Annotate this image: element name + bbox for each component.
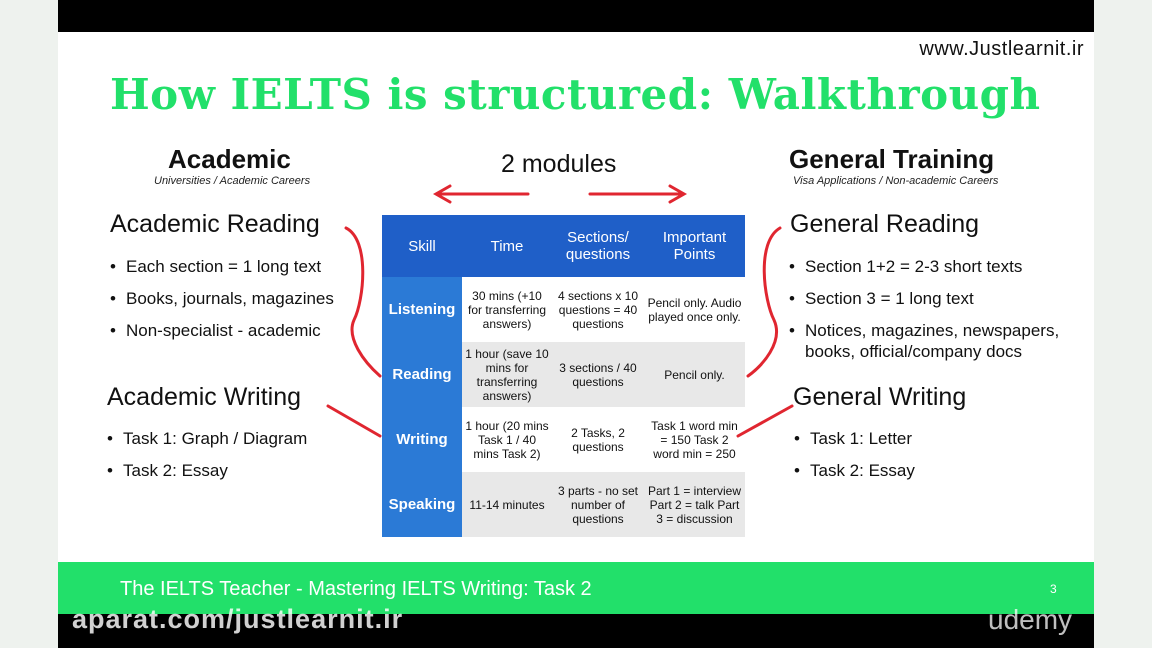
academic-heading: Academic (168, 144, 291, 174)
annotation-arrows (326, 184, 794, 438)
table-header-row: Skill Time Sections/ questions Important… (382, 215, 745, 277)
general-reading-list: Section 1+2 = 2-3 short texts Section 3 … (789, 256, 1081, 373)
modules-label: 2 modules (501, 150, 617, 178)
academic-reading-connector-icon (344, 226, 382, 378)
points-cell: Task 1 word min = 150 Task 2 word min = … (644, 407, 745, 472)
slide-page-number: 3 (1050, 582, 1057, 596)
academic-writing-connector-icon (326, 404, 382, 438)
points-cell: Part 1 = interview Part 2 = talk Part 3 … (644, 472, 745, 537)
skill-cell: Writing (382, 407, 462, 472)
skill-cell: Listening (382, 277, 462, 342)
table-header-points: Important Points (644, 215, 745, 277)
sections-cell: 2 Tasks, 2 questions (552, 407, 644, 472)
right-arrowhead-icon (668, 184, 688, 204)
table-header-time: Time (462, 215, 552, 277)
list-item: Task 2: Essay (107, 460, 367, 481)
list-item: Task 1: Letter (794, 428, 1054, 449)
list-item: Task 2: Essay (794, 460, 1054, 481)
footer-course-title: The IELTS Teacher - Mastering IELTS Writ… (120, 578, 592, 600)
slide: www.Justlearnit.ir How IELTS is structur… (58, 0, 1094, 648)
skill-cell: Speaking (382, 472, 462, 537)
list-item: Section 3 = 1 long text (789, 288, 1081, 309)
general-subheading: Visa Applications / Non-academic Careers (793, 175, 999, 187)
table-row: Listening 30 mins (+10 for transferring … (382, 277, 745, 342)
points-cell: Pencil only. (644, 342, 745, 407)
time-cell: 11-14 minutes (462, 472, 552, 537)
general-reading-title: General Reading (790, 210, 980, 238)
list-item: Task 1: Graph / Diagram (107, 428, 367, 449)
academic-reading-title: Academic Reading (110, 210, 320, 238)
letterbox-top (58, 0, 1094, 32)
skill-cell: Reading (382, 342, 462, 407)
slide-footer: The IELTS Teacher - Mastering IELTS Writ… (58, 562, 1094, 614)
academic-writing-list: Task 1: Graph / Diagram Task 2: Essay (107, 428, 367, 492)
academic-reading-list: Each section = 1 long text Books, journa… (110, 256, 380, 352)
time-cell: 1 hour (save 10 mins for transferring an… (462, 342, 552, 407)
watermark-left: aparat.com/justlearnit.ir (72, 604, 404, 634)
list-item: Non-specialist - academic (110, 320, 380, 341)
list-item: Each section = 1 long text (110, 256, 380, 277)
points-cell: Pencil only. Audio played once only. (644, 277, 745, 342)
sections-cell: 3 parts - no set number of questions (552, 472, 644, 537)
site-url: www.Justlearnit.ir (919, 38, 1084, 60)
list-item: Books, journals, magazines (110, 288, 380, 309)
time-cell: 1 hour (20 mins Task 1 / 40 mins Task 2) (462, 407, 552, 472)
letterbox-bottom (58, 614, 1094, 648)
time-cell: 30 mins (+10 for transferring answers) (462, 277, 552, 342)
list-item: Section 1+2 = 2-3 short texts (789, 256, 1081, 277)
sections-cell: 4 sections x 10 questions = 40 questions (552, 277, 644, 342)
general-writing-list: Task 1: Letter Task 2: Essay (794, 428, 1054, 492)
left-arrowhead-icon (432, 184, 452, 204)
watermark-udemy: udemy (988, 604, 1073, 635)
general-writing-title: General Writing (793, 383, 967, 411)
table-header-skill: Skill (382, 215, 462, 277)
table-row: Writing 1 hour (20 mins Task 1 / 40 mins… (382, 407, 745, 472)
general-reading-connector-icon (746, 226, 782, 378)
ielts-structure-table: Skill Time Sections/ questions Important… (382, 215, 745, 537)
academic-subheading: Universities / Academic Careers (154, 175, 311, 187)
table-row: Reading 1 hour (save 10 mins for transfe… (382, 342, 745, 407)
list-item: Notices, magazines, newspapers, books, o… (789, 320, 1081, 362)
academic-writing-title: Academic Writing (107, 383, 302, 411)
sections-cell: 3 sections / 40 questions (552, 342, 644, 407)
table-header-sections: Sections/ questions (552, 215, 644, 277)
slide-title: How IELTS is structured: Walkthrough (110, 70, 1041, 119)
general-heading: General Training (789, 144, 995, 174)
table-row: Speaking 11-14 minutes 3 parts - no set … (382, 472, 745, 537)
general-writing-connector-icon (736, 404, 794, 438)
